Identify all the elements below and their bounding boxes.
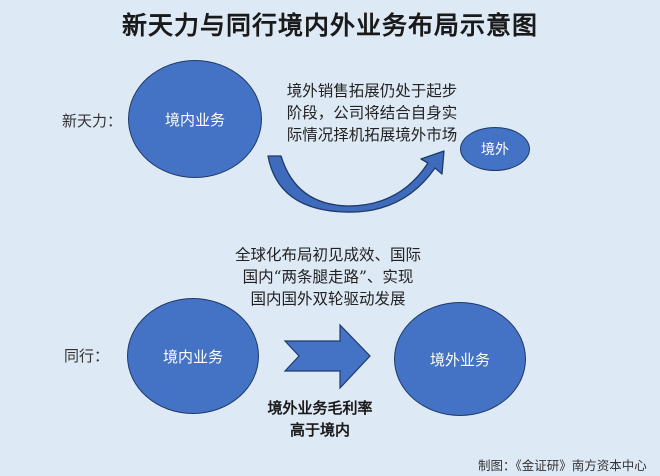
row2-margin-note-line: 高于境内	[289, 421, 350, 439]
row2-description-line: 全球化布局初见成效、国际	[234, 246, 421, 264]
row1-description-line: 境外销售拓展仍处于起步	[286, 82, 458, 100]
row2-label: 同行：	[64, 347, 110, 365]
row1-domestic-node-label: 境内业务	[164, 110, 225, 129]
row2-margin-note: 境外业务毛利率 高于境内	[250, 397, 390, 441]
row2-description: 全球化布局初见成效、国际 国内“两条腿走路”、实现 国内国外双轮驱动发展	[222, 244, 434, 310]
row1-description: 境外销售拓展仍处于起步 阶段，公司将结合自身实 际情况择机拓展境外市场	[272, 80, 472, 146]
row2-overseas-node: 境外业务	[394, 302, 526, 416]
row1-overseas-node: 境外	[460, 127, 530, 171]
row2-description-line: 国内“两条腿走路”、实现	[242, 268, 414, 286]
row2-domestic-node: 境内业务	[127, 298, 259, 414]
row2-description-line: 国内国外双轮驱动发展	[250, 290, 406, 308]
row2-margin-note-line: 境外业务毛利率	[267, 399, 373, 417]
row1-description-line: 际情况择机拓展境外市场	[286, 126, 458, 144]
diagram-title: 新天力与同行境内外业务布局示意图	[121, 11, 538, 40]
row1-overseas-node-label: 境外	[481, 142, 509, 158]
row2-domestic-node-label: 境内业务	[162, 347, 223, 366]
row1-domestic-node: 境内业务	[128, 60, 262, 178]
row1-description-line: 阶段，公司将结合自身实	[286, 104, 458, 122]
row1-label: 新天力：	[62, 112, 123, 130]
row2-overseas-node-label: 境外业务	[429, 350, 490, 369]
chart-credit: 制图：《金证研》南方资本中心	[478, 458, 647, 473]
